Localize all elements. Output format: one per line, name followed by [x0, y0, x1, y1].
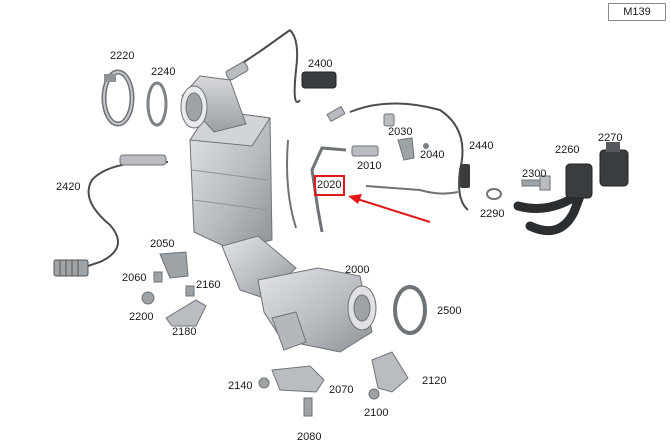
- part-label-2440[interactable]: 2440: [469, 140, 494, 152]
- actuator-2270[interactable]: [599, 142, 629, 187]
- bolt-2300[interactable]: [521, 175, 551, 191]
- sensor-cable-2420[interactable]: [53, 154, 169, 277]
- v-band-clamp[interactable]: [101, 69, 135, 127]
- part-label-2400[interactable]: 2400: [308, 58, 333, 70]
- clamp-2500[interactable]: [393, 285, 427, 335]
- part-label-2120[interactable]: 2120: [422, 375, 447, 387]
- sensor-2400[interactable]: [225, 29, 337, 103]
- part-label-2020[interactable]: 2020: [317, 179, 342, 191]
- part-label-2270[interactable]: 2270: [598, 132, 623, 144]
- highlight-arrow: [348, 194, 431, 223]
- part-label-2050[interactable]: 2050: [150, 238, 175, 250]
- part-label-2030[interactable]: 2030: [388, 126, 413, 138]
- bracket-2120[interactable]: [371, 351, 409, 393]
- part-label-2200[interactable]: 2200: [129, 311, 154, 323]
- part-label-2100[interactable]: 2100: [364, 407, 389, 419]
- coolant-hoses-2260[interactable]: [513, 163, 593, 236]
- bracket-2070[interactable]: [271, 365, 325, 393]
- particulate-filter-housing[interactable]: [189, 109, 273, 251]
- catalytic-converter[interactable]: [257, 267, 377, 353]
- bolt-2060[interactable]: [153, 271, 163, 283]
- part-label-2180[interactable]: 2180: [172, 326, 197, 338]
- part-label-2010[interactable]: 2010: [357, 160, 382, 172]
- sensor-2010[interactable]: [351, 113, 395, 157]
- inlet-funnel[interactable]: [180, 75, 247, 133]
- part-label-2260[interactable]: 2260: [555, 144, 580, 156]
- gasket-ring[interactable]: [146, 81, 168, 127]
- bracket-2050[interactable]: [159, 251, 189, 279]
- part-label-2040[interactable]: 2040: [420, 149, 445, 161]
- bracket-2180[interactable]: [165, 299, 207, 327]
- part-label-2160[interactable]: 2160: [196, 279, 221, 291]
- part-label-2220[interactable]: 2220: [110, 50, 135, 62]
- pressure-line-2020[interactable]: [286, 105, 347, 233]
- part-label-2060[interactable]: 2060: [122, 272, 147, 284]
- part-label-2000[interactable]: 2000: [345, 264, 370, 276]
- bolt-2160[interactable]: [185, 285, 195, 297]
- part-label-2290[interactable]: 2290: [480, 208, 505, 220]
- part-label-2240[interactable]: 2240: [151, 66, 176, 78]
- bolt-2100[interactable]: [368, 388, 380, 400]
- part-label-2500[interactable]: 2500: [437, 305, 462, 317]
- hose-clip-2290[interactable]: [486, 188, 502, 200]
- bracket-2030[interactable]: [397, 137, 429, 161]
- part-label-2080[interactable]: 2080: [297, 431, 322, 443]
- bolt-2080[interactable]: [303, 397, 313, 417]
- part-label-2300[interactable]: 2300: [522, 168, 547, 180]
- part-label-2140[interactable]: 2140: [228, 380, 253, 392]
- part-highlight-box: [314, 175, 345, 196]
- bolt-2140[interactable]: [258, 377, 270, 389]
- nut-2200[interactable]: [141, 291, 155, 305]
- part-label-2070[interactable]: 2070: [329, 384, 354, 396]
- sensor-cable-2440[interactable]: [349, 102, 470, 211]
- model-code-box: M139: [608, 3, 666, 21]
- part-label-2420[interactable]: 2420: [56, 181, 81, 193]
